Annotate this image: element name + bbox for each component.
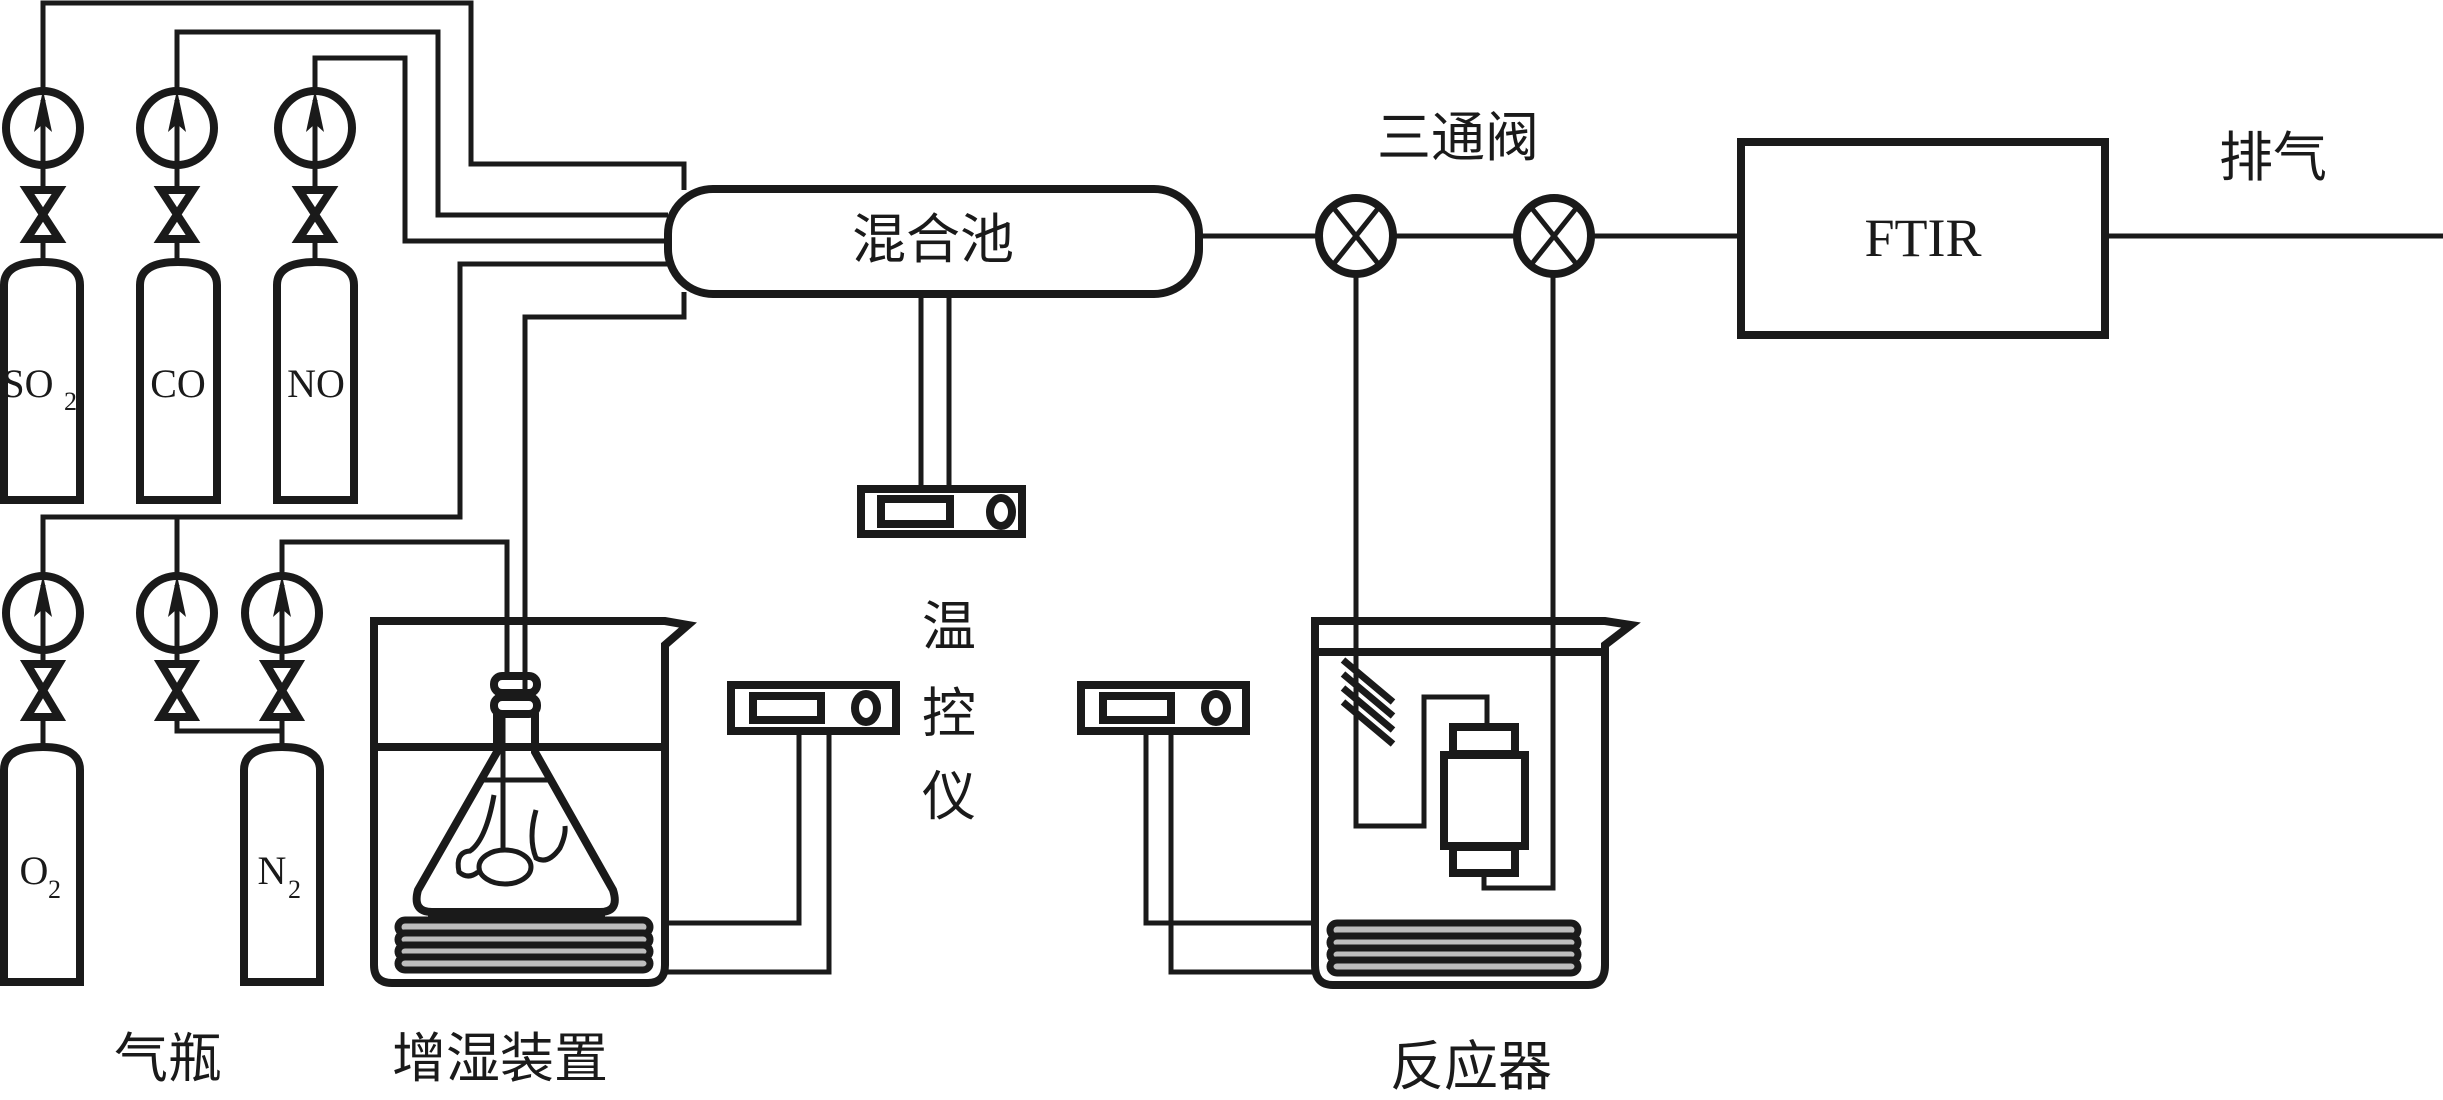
exhaust-label: 排气 xyxy=(2219,126,2327,189)
valve-icon[interactable] xyxy=(258,660,306,721)
cylinder-label-subscript: 2 xyxy=(64,387,77,416)
gas-cylinder xyxy=(0,742,84,986)
heater-coil xyxy=(1326,919,1582,977)
gas-cylinder xyxy=(0,257,84,504)
reactor-label: 反应器 xyxy=(1390,1035,1552,1098)
so2-gas-line xyxy=(40,0,687,190)
stirrer-paddle xyxy=(476,847,534,887)
valve-icon[interactable] xyxy=(291,186,339,243)
gas-cylinder xyxy=(240,742,324,986)
controller-wire xyxy=(665,731,832,975)
co-gas-line xyxy=(174,29,668,218)
gas-cylinder xyxy=(136,257,221,504)
cylinder-assembly-o2: O 2 xyxy=(0,572,84,986)
valve-icon[interactable] xyxy=(153,186,201,243)
bubble-stream xyxy=(455,794,497,879)
ftir-label: FTIR xyxy=(1864,208,1981,268)
cylinder-assembly-no: NO xyxy=(273,87,358,504)
pressure-gauge-icon xyxy=(136,87,218,169)
three-way-valve-2-icon[interactable] xyxy=(1513,194,1595,278)
no-gas-line xyxy=(312,55,668,244)
pressure-gauge-icon xyxy=(2,87,84,169)
cylinder-label: NO xyxy=(287,361,345,406)
water-bath-beaker xyxy=(370,617,697,987)
gas-cylinders-label: 气瓶 xyxy=(114,1027,222,1090)
cylinder-label-subscript: 2 xyxy=(288,875,301,904)
heater-coil xyxy=(394,916,654,974)
pressure-gauge-icon xyxy=(274,87,356,169)
humidifier-outlet-line xyxy=(522,292,687,692)
humidifier xyxy=(370,542,697,987)
three-way-valve-1-icon[interactable] xyxy=(1315,194,1397,278)
controller-wire xyxy=(1168,731,1315,975)
reactor-beaker xyxy=(1311,617,1641,989)
mixing-chamber[interactable] xyxy=(664,185,1203,298)
preheat-coil-icon xyxy=(1340,657,1396,747)
gas-cylinder xyxy=(273,257,358,504)
o2-gas-line xyxy=(40,261,668,573)
controller-wire xyxy=(665,731,802,926)
cylinder-label-subscript: 2 xyxy=(48,875,61,904)
temperature-controller-label-1: 温 xyxy=(922,595,976,658)
cylinder-assembly-co: CO xyxy=(136,87,221,504)
reactor-outlet-line xyxy=(1481,274,1556,891)
temperature-controller-label-3: 仪 xyxy=(922,765,976,828)
valve-icon[interactable] xyxy=(19,186,67,243)
mixing-chamber-label: 混合池 xyxy=(852,208,1014,271)
controller-wire xyxy=(1143,731,1315,926)
humidifier-label: 增湿装置 xyxy=(392,1027,608,1090)
reactor-inlet-line xyxy=(1353,274,1490,829)
reactor xyxy=(1311,617,1641,989)
temperature-controller-mixing[interactable] xyxy=(857,485,1026,538)
cylinder-assembly-n2: N 2 xyxy=(240,572,324,986)
pressure-gauge-icon xyxy=(2,572,84,654)
n2-bypass-line xyxy=(174,720,282,734)
cylinder-assembly-so2: SO 2 xyxy=(0,87,84,504)
pressure-gauge-icon xyxy=(241,572,323,654)
catalyst-tube xyxy=(1440,723,1529,877)
temperature-controller-humidifier[interactable] xyxy=(727,681,900,735)
cylinder-label: O xyxy=(20,848,49,893)
gauge-assembly-middle xyxy=(136,572,218,721)
temperature-controller-label-2: 控 xyxy=(922,682,976,745)
cylinder-label: SO xyxy=(2,361,53,406)
temperature-controller-reactor[interactable] xyxy=(1077,681,1250,735)
pressure-gauge-icon xyxy=(136,572,218,654)
valve-icon[interactable] xyxy=(153,660,201,721)
cylinder-label: N xyxy=(258,848,287,893)
cylinder-label: CO xyxy=(150,361,206,406)
flask-stopper xyxy=(490,672,541,697)
valve-icon[interactable] xyxy=(19,660,67,721)
three-way-valve-label: 三通阀 xyxy=(1377,106,1539,169)
